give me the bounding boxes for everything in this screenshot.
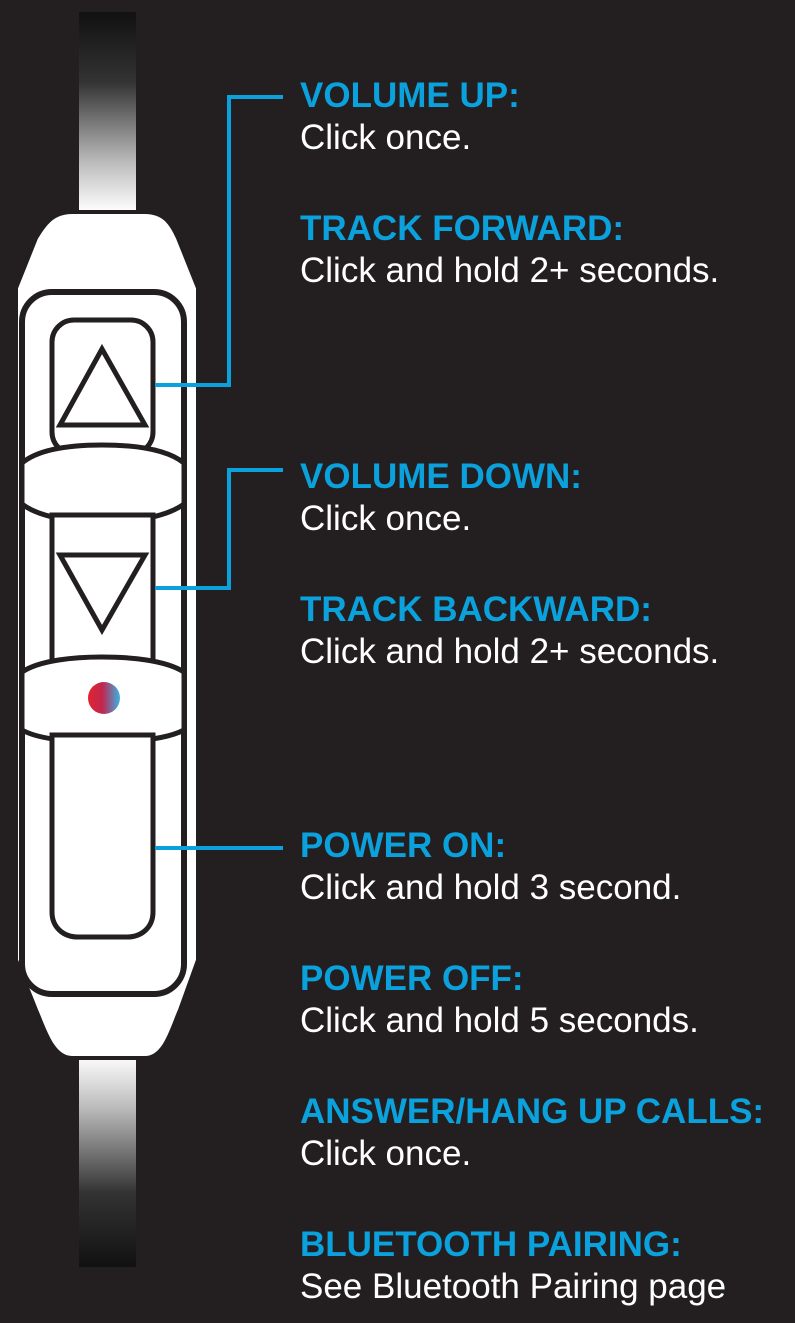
instruction-desc: See Bluetooth Pairing page [300, 1267, 727, 1306]
instruction-title: VOLUME UP: [300, 76, 520, 115]
instruction-title: TRACK FORWARD: [300, 209, 625, 248]
instruction-power-off: POWER OFF: Click and hold 5 seconds. [300, 959, 795, 1043]
instruction-desc: Click once. [300, 118, 472, 157]
instruction-desc: Click once. [300, 1134, 472, 1173]
separator-band-1 [19, 442, 187, 525]
instruction-desc: Click once. [300, 499, 472, 538]
instruction-title: BLUETOOTH PAIRING: [300, 1225, 682, 1264]
instruction-title: VOLUME DOWN: [300, 457, 582, 496]
instruction-volume-up: VOLUME UP: Click once. [300, 76, 795, 160]
instruction-track-forward: TRACK FORWARD: Click and hold 2+ seconds… [300, 209, 795, 293]
volume-down-button[interactable] [49, 512, 156, 665]
instruction-title: POWER ON: [300, 826, 507, 865]
instruction-desc: Click and hold 5 seconds. [300, 1001, 699, 1040]
callout-line-volume-down [155, 468, 283, 590]
power-button[interactable] [49, 732, 156, 940]
instruction-track-backward: TRACK BACKWARD: Click and hold 2+ second… [300, 590, 795, 674]
instruction-bluetooth-pairing: BLUETOOTH PAIRING: See Bluetooth Pairing… [300, 1225, 795, 1309]
instruction-title: TRACK BACKWARD: [300, 590, 652, 629]
cable-top [79, 12, 136, 212]
callout-line-volume-up [155, 95, 283, 387]
instruction-desc: Click and hold 3 second. [300, 868, 682, 907]
instruction-desc: Click and hold 2+ seconds. [300, 251, 720, 290]
instruction-desc: Click and hold 2+ seconds. [300, 632, 720, 671]
instruction-power-on: POWER ON: Click and hold 3 second. [300, 826, 795, 910]
volume-up-button[interactable] [49, 317, 156, 457]
cable-bottom [79, 1055, 136, 1267]
instruction-title: ANSWER/HANG UP CALLS: [300, 1092, 765, 1131]
instruction-volume-down: VOLUME DOWN: Click once. [300, 457, 795, 541]
instruction-title: POWER OFF: [300, 959, 524, 998]
instruction-answer-calls: ANSWER/HANG UP CALLS: Click once. [300, 1092, 795, 1176]
triangle-down-icon [55, 552, 150, 636]
status-led-icon [88, 682, 120, 714]
triangle-up-icon [55, 343, 150, 428]
